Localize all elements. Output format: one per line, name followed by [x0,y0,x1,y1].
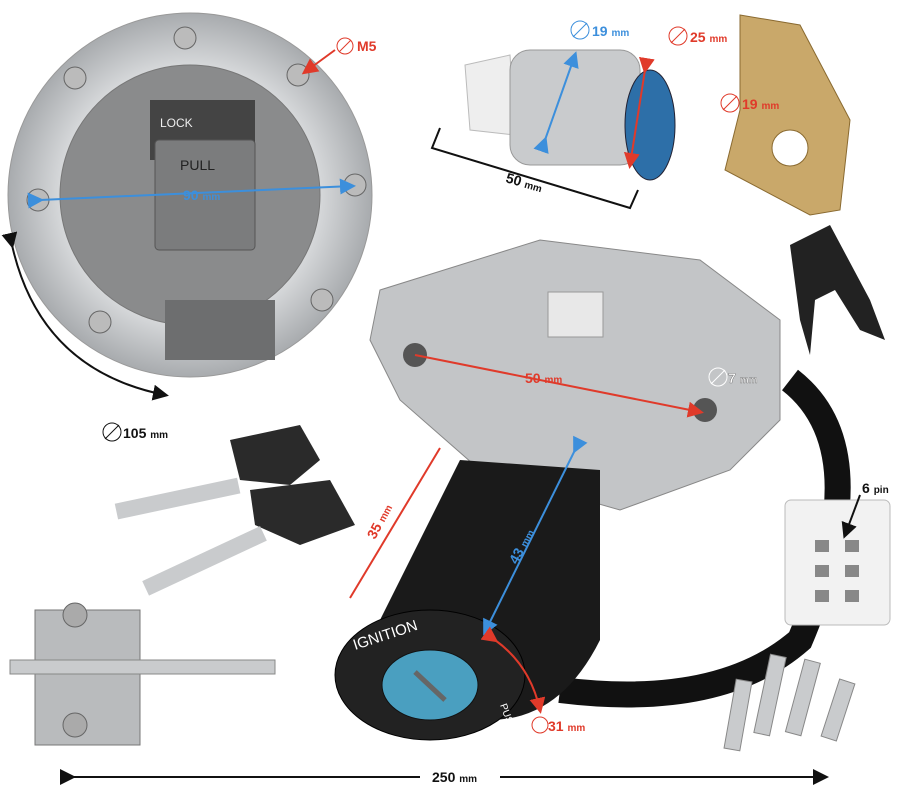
diameter-icon [531,716,549,734]
screws [723,653,856,752]
cylinder-diameter-label: 19 mm [592,23,629,39]
barrel-length-label: 35 mm [364,501,396,541]
pin-count-label: 6 pin [862,480,889,496]
hole-diameter-label: 7 mm [728,370,758,386]
black-clip [790,225,885,355]
cap-diameter-label: 105 mm [123,425,168,441]
bolt-label: M5 [357,38,377,54]
ignition-switch: IGNITION PUSH 50 mm 7 mm 35 mm 43 mm 31 … [334,239,851,741]
pull-text: PULL [180,157,215,173]
connector-plug: 6 pin [784,480,891,626]
cylinder-length-label: 50 mm [504,170,544,196]
keys [114,425,355,596]
overall-width-label: 250 mm [432,769,477,785]
bracket-hole-label: 19 mm [742,96,779,112]
bolt-distance-label: 90 mm [183,187,220,203]
diameter-icon [668,26,688,46]
diameter-icon [102,422,122,442]
fuel-cap: LOCK PULL 90 mm M5 105 mm [1,12,377,442]
hole-spacing-label: 50 mm [525,370,562,386]
diameter-icon [708,367,728,387]
overall-width-dimension: 250 mm [60,769,829,785]
wire-harness [558,369,851,708]
diameter-icon [570,20,590,40]
gold-bracket: 19 mm [720,14,851,216]
diameter-icon [336,37,354,55]
latch-mechanism [9,602,276,746]
diameter-icon [720,93,740,113]
key-diameter-label: 31 mm [548,718,585,734]
lock-text: LOCK [160,116,193,130]
lock-cylinder: 19 mm 25 mm 50 mm [430,20,727,210]
flange-diameter-label: 25 mm [690,29,727,45]
cap-hinge [165,300,275,360]
